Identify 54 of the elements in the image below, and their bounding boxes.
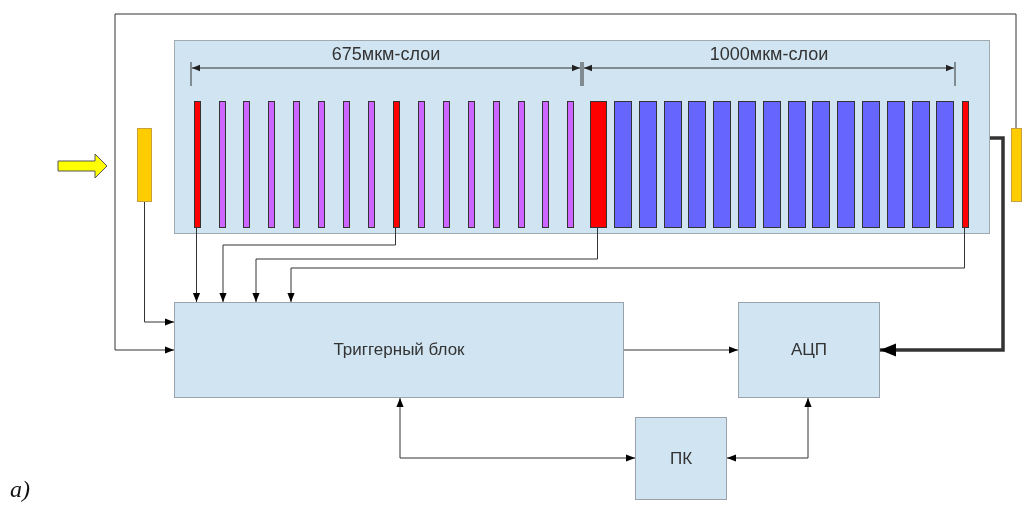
detector-layer	[468, 101, 475, 228]
detector-layer	[542, 101, 549, 228]
detector-layer	[763, 101, 781, 228]
detector-layer	[443, 101, 450, 228]
caption: a)	[10, 476, 30, 503]
detector-layer	[912, 101, 930, 228]
detector-layer	[713, 101, 731, 228]
detector-layer	[812, 101, 830, 228]
box-label: Триггерный блок	[333, 340, 465, 360]
box-label: АЦП	[790, 340, 828, 360]
arrow	[396, 397, 636, 462]
detector-layer	[194, 101, 201, 228]
detector-layer	[887, 101, 905, 228]
detector-layer	[219, 101, 226, 228]
arrow	[144, 201, 175, 326]
detector-layer	[664, 101, 682, 228]
detector-layer	[788, 101, 806, 228]
detector-layer	[837, 101, 855, 228]
detector-layer	[343, 101, 350, 228]
detector-layer	[318, 101, 325, 228]
counter-bar	[137, 128, 152, 202]
process-box	[738, 302, 880, 398]
detector-layer	[268, 101, 275, 228]
counter-bar	[1011, 128, 1022, 202]
process-box	[635, 417, 727, 500]
arrow	[623, 346, 739, 354]
arrow	[880, 136, 1005, 357]
arrow	[252, 226, 598, 303]
arrow	[192, 226, 201, 303]
detector-layer	[862, 101, 880, 228]
arrow	[726, 397, 812, 462]
box-label: ПК	[669, 448, 693, 469]
detector-layer	[393, 101, 400, 228]
dimension-label: 1000мкм-слои	[709, 44, 829, 65]
detector-layer	[688, 101, 706, 228]
detector-layer	[518, 101, 525, 228]
dimension-label: 675мкм-слои	[331, 44, 441, 65]
detector-layer	[493, 101, 500, 228]
detector-layer	[639, 101, 657, 228]
detector-layer	[418, 101, 425, 228]
detector-layer	[293, 101, 300, 228]
detector-layer	[368, 101, 375, 228]
detector-layer	[936, 101, 954, 228]
process-box	[174, 302, 624, 398]
arrow	[114, 13, 1017, 354]
detector-layer	[738, 101, 756, 228]
detector-layer	[590, 101, 607, 228]
detector-layer	[243, 101, 250, 228]
detector-panel	[174, 40, 990, 234]
detector-layer	[567, 101, 574, 228]
arrow	[219, 226, 396, 303]
detector-layer	[962, 101, 969, 228]
detector-layer	[614, 101, 632, 228]
arrow	[287, 226, 965, 303]
